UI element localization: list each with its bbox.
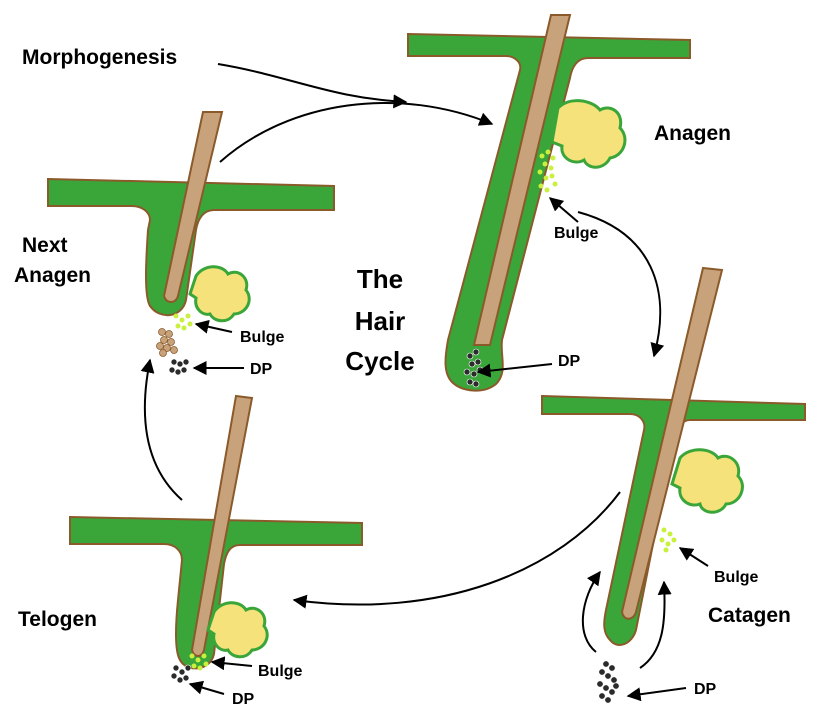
next-anagen-germ-cluster — [157, 329, 178, 357]
next-anagen-bulge-label: Bulge — [240, 329, 285, 346]
anagen-follicle — [408, 15, 690, 391]
title-line-2: Hair — [355, 306, 406, 336]
telogen-bulge-pointer — [212, 662, 252, 666]
anagen-dp-label: DP — [558, 353, 581, 370]
catagen-dermal-papilla — [597, 661, 619, 703]
telogen-label: Telogen — [18, 608, 97, 631]
anagen-bulge-pointer — [550, 198, 578, 222]
telogen-sebaceous-gland — [208, 603, 267, 657]
catagen-to-telogen-arrow — [294, 492, 620, 605]
catagen-bulge-label: Bulge — [714, 569, 759, 586]
morphogenesis-label: Morphogenesis — [22, 46, 177, 69]
anagen-label: Anagen — [654, 122, 731, 145]
catagen-bulge-pointer — [680, 548, 708, 566]
catagen-bulge — [660, 528, 677, 553]
catagen-label: Catagen — [708, 604, 791, 627]
next-anagen-follicle — [48, 112, 334, 375]
catagen-sebaceous-gland — [672, 450, 742, 513]
telogen-dp-label: DP — [232, 691, 255, 708]
anagen-sebaceous-gland — [552, 101, 625, 168]
catagen-dp-label: DP — [694, 681, 717, 698]
next-anagen-bulge-pointer — [196, 324, 232, 332]
telogen-to-next-anagen-arrow — [145, 360, 182, 500]
next-anagen-to-anagen-arrow — [220, 103, 492, 162]
catagen-left-regression-arrow — [583, 572, 600, 652]
next-anagen-dp-label: DP — [250, 361, 273, 378]
next-anagen-bulge — [174, 314, 193, 331]
telogen-dermal-papilla — [171, 665, 191, 683]
morphogenesis-arrow — [218, 64, 406, 102]
next-anagen-sebaceous-gland — [190, 267, 249, 321]
telogen-dp-pointer — [190, 684, 224, 694]
title-line-1: The — [357, 264, 403, 294]
next-anagen-label-line2: Anagen — [14, 264, 91, 287]
next-anagen-label-line1: Next — [22, 234, 68, 257]
catagen-follicle — [542, 268, 805, 703]
telogen-bulge-label: Bulge — [258, 663, 303, 680]
catagen-dp-pointer — [628, 688, 686, 696]
anagen-bulge-label: Bulge — [554, 225, 599, 242]
next-anagen-dermal-papilla — [169, 359, 189, 375]
telogen-follicle — [70, 396, 362, 683]
title-line-3: Cycle — [345, 346, 414, 376]
